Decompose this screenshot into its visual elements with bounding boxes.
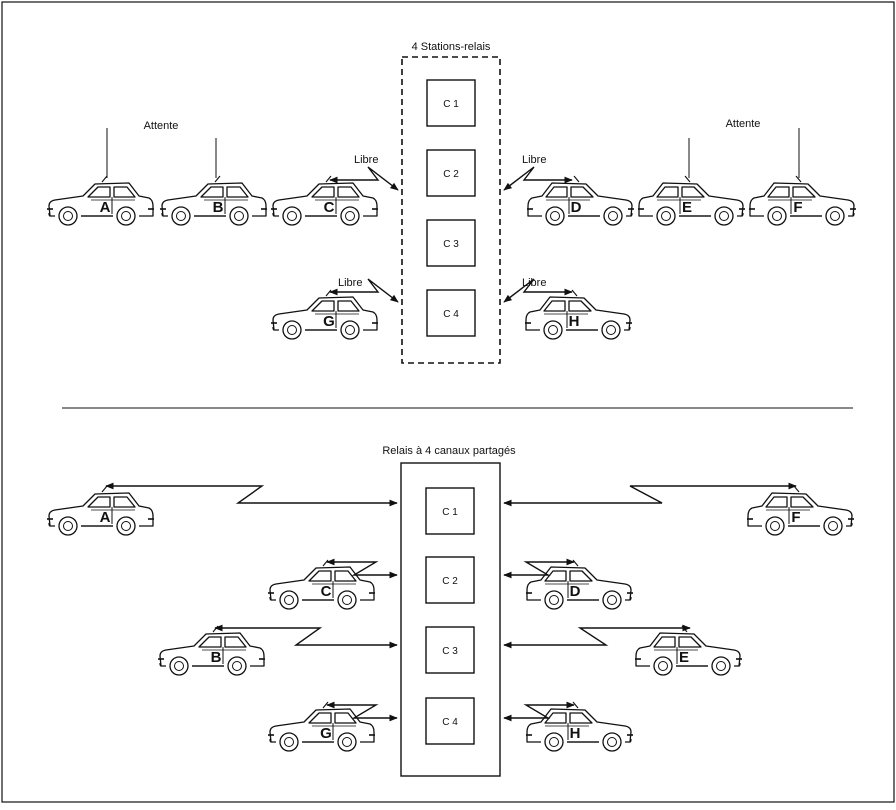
bottom-title: Relais à 4 canaux partagés	[382, 445, 516, 457]
car-letter: C	[321, 583, 332, 600]
free-label: Libre	[522, 154, 546, 166]
car-letter: H	[570, 725, 581, 742]
car-letter: E	[682, 199, 692, 216]
car-h	[526, 701, 633, 752]
car-f	[747, 485, 854, 536]
bottom-channel-c3: C 3	[425, 626, 475, 674]
car-a	[47, 175, 154, 226]
car-f	[749, 175, 856, 226]
bottom-cars: A F C D B E G H	[47, 485, 854, 752]
channel-label: C 1	[442, 507, 458, 518]
car-d	[527, 175, 634, 226]
top-link-d: Libre	[503, 154, 573, 191]
channel-label: C 2	[442, 576, 458, 587]
channel-label: C 4	[443, 309, 459, 320]
bottom-link-f	[503, 482, 797, 507]
car-a	[47, 485, 154, 536]
bottom-channel-c2: C 2	[425, 556, 475, 604]
top-channel-c3: C 3	[426, 219, 476, 267]
bottom-link-c	[326, 558, 398, 579]
top-link-h: Libre	[503, 277, 573, 303]
channel-label: C 3	[443, 239, 459, 250]
car-letter: G	[323, 313, 335, 330]
top-channel-c1: C 1	[426, 79, 476, 127]
car-letter: G	[320, 725, 332, 742]
car-g	[268, 701, 375, 752]
waiting-label-right: Attente	[726, 118, 761, 130]
car-letter: D	[571, 199, 582, 216]
bottom-link-e	[503, 624, 691, 649]
channel-label: C 4	[442, 717, 458, 728]
channel-label: C 3	[442, 646, 458, 657]
top-link-c: Libre	[329, 154, 399, 191]
car-letter: C	[324, 199, 335, 216]
car-letter: H	[569, 313, 580, 330]
bottom-section: Relais à 4 canaux partagés C 1 C 2 C 3 C…	[47, 445, 854, 777]
car-c	[268, 559, 375, 610]
channel-label: C 1	[443, 99, 459, 110]
car-letter: A	[100, 199, 111, 216]
bottom-link-a	[105, 482, 398, 507]
car-e	[635, 625, 742, 676]
top-channel-c4: C 4	[426, 289, 476, 337]
car-b	[158, 625, 265, 676]
top-title: 4 Stations-relais	[412, 41, 491, 53]
bottom-link-g	[326, 701, 398, 722]
car-e	[638, 175, 745, 226]
car-letter: D	[570, 583, 581, 600]
top-section: 4 Stations-relais C 1 C 2 C 3 C 4 Attent…	[47, 41, 856, 364]
car-letter: B	[213, 199, 224, 216]
channel-label: C 2	[443, 169, 459, 180]
top-channel-c2: C 2	[426, 149, 476, 197]
top-link-g: Libre	[329, 277, 399, 303]
car-letter: A	[100, 509, 111, 526]
car-letter: F	[791, 509, 800, 526]
car-h	[525, 289, 632, 340]
relay-stations-box	[401, 56, 501, 364]
car-b	[160, 175, 267, 226]
bottom-channel-c4: C 4	[425, 697, 475, 745]
car-d	[526, 559, 633, 610]
free-label: Libre	[354, 154, 378, 166]
free-label: Libre	[338, 277, 362, 289]
car-letter: B	[211, 649, 222, 666]
top-cars: A B C D E F G H	[47, 175, 856, 340]
car-letter: F	[793, 199, 802, 216]
car-g	[271, 289, 378, 340]
free-label: Libre	[522, 277, 546, 289]
bottom-link-d	[503, 558, 575, 579]
bottom-channel-c1: C 1	[425, 487, 475, 535]
car-c	[271, 175, 378, 226]
waiting-label-left: Attente	[144, 120, 179, 132]
bottom-link-h	[503, 701, 575, 722]
bottom-link-b	[214, 624, 398, 649]
car-letter: E	[679, 649, 689, 666]
